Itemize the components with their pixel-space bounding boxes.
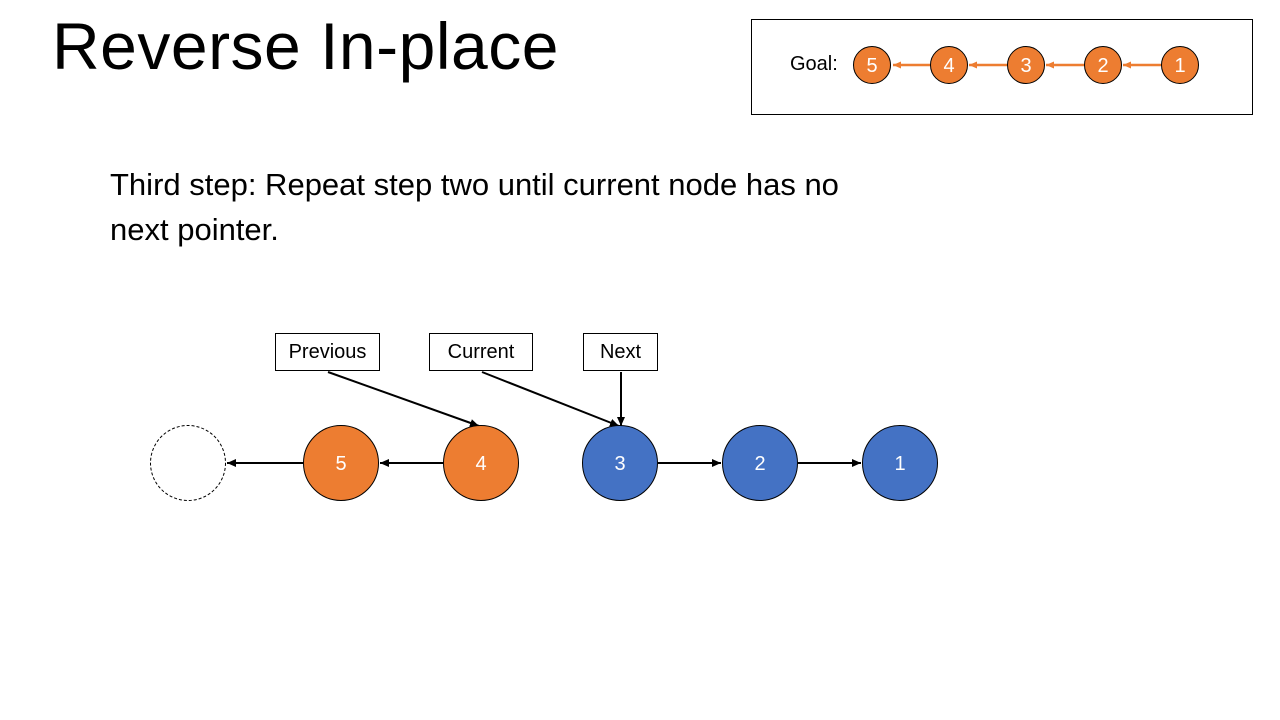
null-node [150, 425, 226, 501]
list-nodes: 5 4 3 2 1 [150, 425, 938, 501]
goal-node: 4 [930, 46, 968, 84]
goal-nodes: 5 4 3 2 1 [853, 46, 1199, 84]
step-description: Third step: Repeat step two until curren… [110, 167, 839, 247]
list-node-label: 4 [475, 453, 486, 475]
list-node: 4 [443, 425, 519, 501]
goal-node: 1 [1161, 46, 1199, 84]
goal-node-label: 1 [1174, 55, 1185, 77]
list-node: 3 [582, 425, 658, 501]
list-node: 1 [862, 425, 938, 501]
previous-pointer-arrow [327, 371, 480, 427]
goal-node-label: 3 [1020, 55, 1031, 77]
current-pointer-label: Current [429, 333, 533, 371]
list-node: 2 [722, 425, 798, 501]
goal-label: Goal: [790, 53, 838, 75]
list-node-label: 5 [335, 453, 346, 475]
goal-node: 5 [853, 46, 891, 84]
goal-box [751, 19, 1253, 115]
list-node: 5 [303, 425, 379, 501]
pointer-arrows [327, 371, 625, 427]
slide-title: Reverse In-place [52, 9, 559, 83]
list-node-label: 2 [754, 453, 765, 475]
list-node-label: 1 [894, 453, 905, 475]
previous-pointer-label: Previous [275, 333, 380, 371]
current-pointer-arrow [481, 371, 620, 427]
goal-node-label: 5 [866, 55, 877, 77]
list-node-label: 3 [614, 453, 625, 475]
goal-node-label: 4 [943, 55, 954, 77]
next-pointer-label: Next [583, 333, 658, 371]
goal-node: 3 [1007, 46, 1045, 84]
goal-node: 2 [1084, 46, 1122, 84]
goal-node-label: 2 [1097, 55, 1108, 77]
